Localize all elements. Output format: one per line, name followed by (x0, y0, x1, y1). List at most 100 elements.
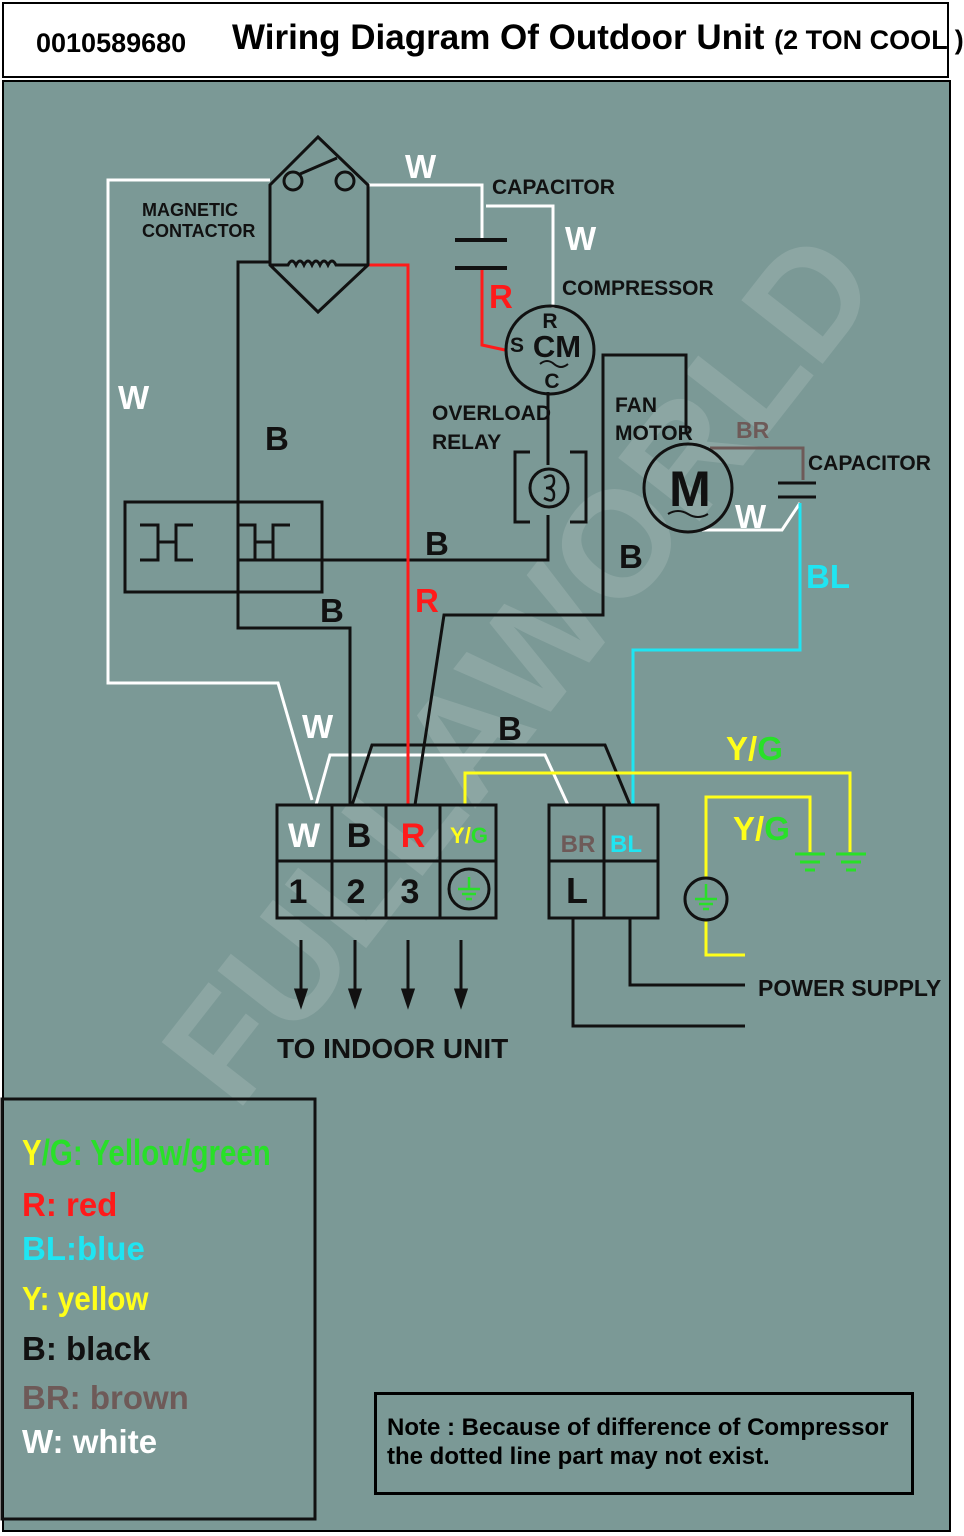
fan-motor-circle (642, 442, 734, 534)
legend-blue: BL:blue (22, 1230, 145, 1267)
wire-w-bottom (314, 753, 570, 806)
note-box: Note : Because of difference of Compress… (374, 1392, 914, 1495)
wire-label-b-mid: B (425, 525, 449, 562)
contactor-contact-right (334, 170, 356, 192)
yellow-wires (463, 771, 852, 957)
fan-motor-m: M (669, 461, 711, 517)
wire-label-yg-top: Y/G (726, 730, 783, 767)
wire-r-contactor (352, 263, 410, 805)
capacitor-top-label: CAPACITOR (492, 176, 615, 199)
relay-circle (528, 467, 570, 509)
document-code: 0010589680 (36, 28, 187, 58)
legend-black: B: black (22, 1330, 151, 1367)
compressor-label: COMPRESSOR (562, 277, 714, 300)
terminal-block-right: BR BL L (547, 803, 660, 920)
contactor-housing (268, 134, 370, 315)
wire-yg-supply (704, 920, 745, 957)
magnetic-label: MAGNETIC (142, 200, 238, 220)
ground-symbol-1 (795, 852, 825, 872)
terminal-br-label: BR (561, 831, 596, 858)
wire-b-supply-l (571, 918, 745, 1028)
compressor: R S CM C (504, 304, 596, 396)
legend-frame (0, 1097, 317, 1521)
fan-label: FAN (615, 394, 657, 417)
wire-yg-top (463, 771, 852, 852)
motor-label: MOTOR (615, 422, 693, 445)
wire-w-fan (702, 502, 802, 532)
page-title: Wiring Diagram Of Outdoor Unit (2 TON CO… (232, 18, 964, 58)
note-line-2: the dotted line part may not exist. (387, 1443, 770, 1470)
ground-symbol-2 (836, 852, 866, 872)
header-bar: 0010589680 Wiring Diagram Of Outdoor Uni… (2, 2, 964, 78)
relay-symbol (543, 474, 556, 502)
white-wires (106, 178, 802, 806)
wire-b-fan (413, 353, 688, 806)
title-main: Wiring Diagram Of Outdoor Unit (232, 18, 765, 57)
wire-b-contactor (236, 260, 352, 805)
legend-brown: BR: brown (22, 1379, 189, 1416)
terminal-ground-icon (447, 867, 491, 911)
magnetic-contactor (268, 134, 370, 315)
compressor-circle (504, 304, 596, 396)
compressor-capacitor (455, 238, 507, 270)
wire-label-b-left: B (265, 420, 289, 457)
red-wires (352, 263, 506, 805)
wire-label-b-bottom: B (498, 710, 522, 747)
contactor-label: CONTACTOR (142, 221, 255, 241)
wire-b-supply-n (628, 918, 745, 987)
terminal-w-label: W (288, 817, 321, 855)
wire-w-left (106, 178, 314, 801)
overload-label: OVERLOAD (432, 402, 551, 425)
wire-label-yg-right: Y/G (733, 810, 790, 847)
compressor-terminal-c: C (544, 370, 559, 393)
wire-w-cap-comp (486, 204, 555, 308)
wire-label-b-lower: B (320, 592, 344, 629)
black-wires (236, 260, 745, 1028)
wire-label-br-fan: BR (736, 417, 770, 443)
overload-relay (513, 450, 588, 524)
title-subtitle: (2 TON COOL ) (774, 25, 964, 55)
terminal-relay-box (123, 500, 324, 594)
wire-label-b-fan: B (619, 538, 643, 575)
power-supply-label: POWER SUPPLY (758, 975, 941, 1001)
terminal-b-label: B (347, 817, 372, 855)
wire-b-bottom (350, 743, 632, 806)
wire-w-cap-top (368, 183, 484, 240)
wire-b-relay (238, 515, 550, 562)
terminal-1-label: 1 (289, 873, 308, 911)
fan-motor: M (642, 442, 734, 534)
legend-red: R: red (22, 1186, 118, 1223)
terminal-2-label: 2 (347, 873, 366, 911)
wire-bl (631, 503, 802, 805)
wire-label-r-mid: R (415, 582, 439, 619)
wire-br-fan (710, 446, 805, 480)
relay-contact-left (140, 523, 193, 562)
contactor-contact-left (282, 170, 304, 192)
wire-yg-right (704, 795, 812, 878)
relay-contact-right (237, 523, 290, 562)
contactor-switch-arm (299, 156, 338, 176)
compressor-terminal-s: S (510, 334, 524, 357)
legend-white: W: white (22, 1423, 158, 1460)
relay-box-frame (123, 500, 324, 594)
wire-label-w-fan: W (735, 498, 767, 535)
wire-label-w-top: W (405, 148, 437, 185)
terminal-r-label: R (401, 817, 426, 855)
terminal-block-left: W B R Y/G 1 2 3 (275, 803, 498, 920)
terminal-yg-label: Y/G (450, 823, 488, 848)
capacitor-fan-label: CAPACITOR (808, 452, 931, 475)
fan-motor-tilde (667, 510, 709, 518)
legend-yellow: Y: yellow (22, 1280, 149, 1317)
terminal-bl-label: BL (610, 831, 642, 858)
wire-label-r-cap: R (489, 278, 513, 315)
wire-r-cap (480, 268, 506, 352)
contactor-coil (270, 259, 368, 269)
wire-label-bl-fan: BL (806, 558, 850, 595)
legend-yellow-green: Y/G: Yellow/green (22, 1132, 271, 1173)
note-line-1: Note : Because of difference of Compress… (387, 1414, 889, 1441)
to-indoor-label: TO INDOOR UNIT (277, 1033, 508, 1064)
terminal-3-label: 3 (401, 873, 420, 911)
indoor-arrows (293, 940, 469, 1010)
note-text: Note : Because of difference of Compress… (387, 1413, 888, 1471)
